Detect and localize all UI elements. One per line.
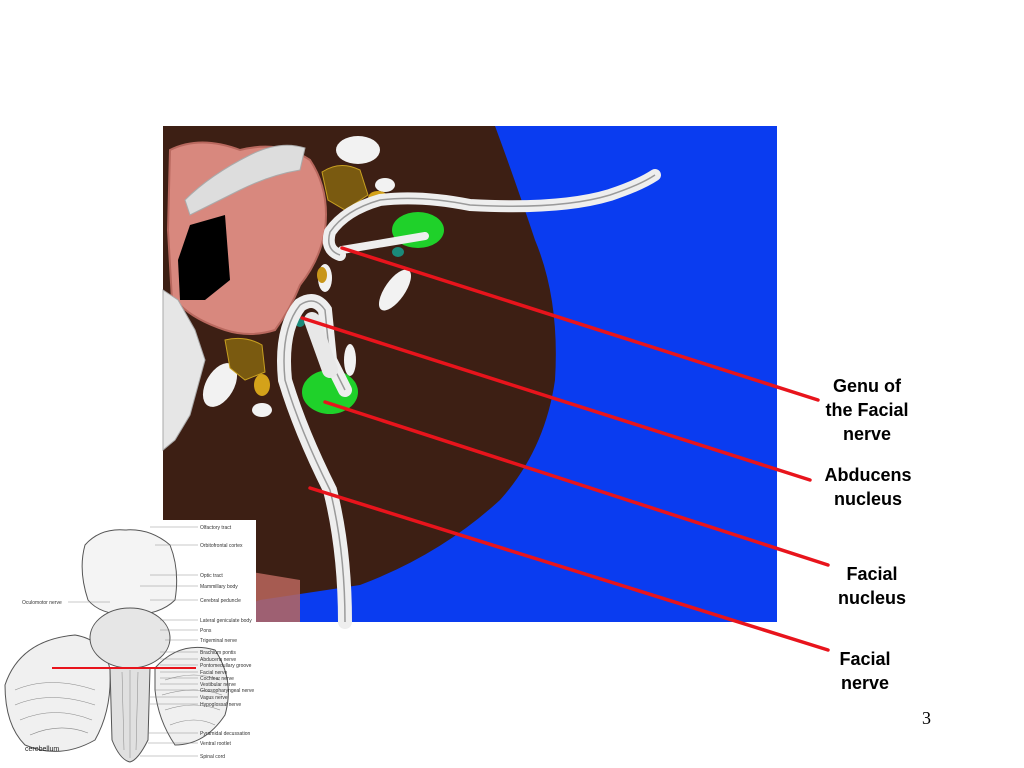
inset-label: Abducens nerve	[200, 657, 236, 663]
inset-label: Pontomedullary groove	[200, 663, 252, 669]
white-tract	[252, 403, 272, 417]
white-tract	[202, 363, 238, 407]
cerebellum-drawing	[4, 634, 111, 752]
inset-label: Mammillary body	[200, 584, 238, 590]
inset-label: Vagus nerve	[200, 695, 228, 701]
yellow-nucleus	[317, 267, 327, 283]
label-genu-facial-nerve: Genu of the Facial nerve	[812, 374, 922, 446]
inset-label: Brachium pontis	[200, 650, 236, 656]
label-facial-nucleus: Facial nucleus	[817, 562, 927, 610]
label-line: Facial	[846, 564, 898, 584]
inset-label: Facial nerve	[200, 670, 227, 676]
pons-drawing	[89, 607, 171, 669]
inset-label: Trigeminal nerve	[200, 638, 237, 644]
inset-label: Lateral geniculate body	[200, 618, 252, 624]
inset-label: Cochlear nerve	[200, 676, 234, 682]
inset-label-oculomotor: Oculomotor nerve	[22, 600, 62, 606]
cerebrum-drawing	[81, 529, 178, 616]
page-number: 3	[922, 708, 931, 728]
olive-nucleus	[224, 337, 266, 381]
label-line: nerve	[842, 424, 892, 444]
label-line: nucleus	[837, 588, 907, 608]
label-line: Genu of	[833, 376, 901, 396]
inset-label: Cerebral peduncle	[200, 598, 241, 604]
facial-nerve-3d-edge	[283, 300, 346, 623]
inset-label: Ventral rootlet	[200, 741, 231, 747]
white-tract	[344, 344, 356, 376]
pointer-abducens	[300, 316, 812, 482]
yellow-nucleus	[254, 374, 270, 396]
label-line: Abducens	[824, 465, 912, 485]
inset-label: Optic tract	[200, 573, 223, 579]
white-tract	[375, 178, 395, 192]
pointer-lines	[300, 246, 830, 652]
inset-label-cerebellum: cerebellum	[25, 746, 59, 753]
inset-label: Hypoglossal nerve	[200, 702, 241, 708]
inset-label: Glossopharyngeal nerve	[200, 688, 254, 694]
white-tract	[378, 269, 412, 311]
label-line: Facial	[839, 649, 891, 669]
white-membrane-left	[162, 289, 206, 452]
inset-label: Orbitofrontal cortex	[200, 543, 243, 549]
inset-label: Spinal cord	[200, 754, 225, 760]
black-cavity	[178, 215, 230, 300]
abducens-nerve-segment	[338, 232, 429, 254]
inset-label: Vestibular nerve	[200, 682, 236, 688]
pointer-facial-nucleus	[323, 400, 830, 567]
white-tract	[336, 136, 380, 164]
nerve-stub	[304, 312, 338, 378]
inset-label: Pons	[200, 628, 212, 634]
label-facial-nerve: Facial nerve	[810, 647, 920, 695]
inset-label: Pyramidal decussation	[200, 731, 251, 737]
label-line: nucleus	[833, 489, 903, 509]
teal-spot	[392, 247, 404, 257]
pointer-facial-nerve	[308, 486, 830, 652]
white-membrane	[184, 144, 306, 216]
brain-ventral-inset: Olfactory tract Orbitofrontal cortex Opt…	[0, 520, 256, 768]
inset-label: Olfactory tract	[200, 525, 232, 531]
pointer-genu	[340, 246, 820, 402]
label-abducens-nucleus: Abducens nucleus	[813, 463, 923, 511]
label-line: nerve	[840, 673, 890, 693]
genu-nerve-3d-edge	[328, 174, 656, 256]
label-line: the Facial	[825, 400, 909, 420]
